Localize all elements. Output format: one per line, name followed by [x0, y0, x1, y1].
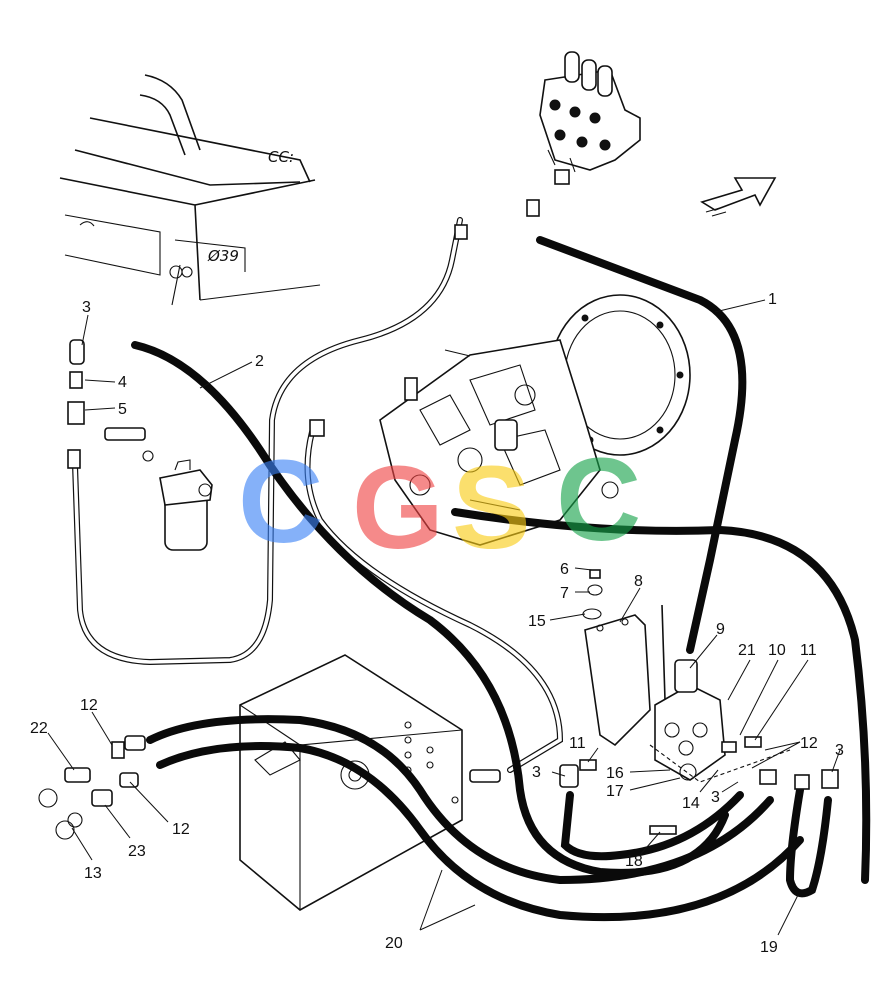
control-valve-block [539, 51, 641, 173]
callout-leaders [47, 299, 841, 936]
callout-8: 8 [634, 573, 643, 590]
callout-3-top: 3 [82, 299, 91, 316]
pump-assembly [379, 294, 691, 546]
callout-3-left: 3 [532, 764, 541, 781]
callout-21: 21 [738, 642, 756, 659]
hydraulic-tank [239, 654, 463, 911]
cab-scribble: ⅭⅭ: [268, 148, 294, 166]
callout-3-mid: 3 [711, 789, 720, 806]
fittings [38, 169, 839, 840]
hoses [131, 236, 871, 922]
callout-13: 13 [84, 865, 102, 882]
watermark-letter-g: G [352, 442, 444, 574]
watermark-letter-c2: C [556, 434, 641, 566]
return-tube-lines [72, 217, 564, 773]
callout-3-right: 3 [835, 742, 844, 759]
callouts: 1 2 3 4 5 6 7 8 9 10 11 11 12 12 12 3 3 … [30, 291, 844, 956]
callout-14: 14 [682, 795, 700, 812]
oil-filter [159, 459, 213, 551]
callout-6: 6 [560, 561, 569, 578]
callout-11-left: 11 [569, 735, 586, 752]
cab-note: Ø39 [207, 247, 239, 265]
callout-17: 17 [606, 783, 624, 800]
forward-direction-icon [700, 177, 777, 217]
callout-19: 19 [760, 939, 778, 956]
callout-20: 20 [385, 935, 403, 952]
callout-10: 10 [768, 642, 786, 659]
callout-2: 2 [255, 353, 264, 370]
callout-4: 4 [118, 374, 127, 391]
cab-housing: Ø39 ⅭⅭ: [59, 74, 321, 306]
callout-1: 1 [768, 291, 777, 308]
callout-11-right: 11 [800, 642, 817, 659]
watermark-letter-c1: C [238, 436, 323, 568]
callout-16: 16 [606, 765, 624, 782]
callout-12-right: 12 [800, 735, 818, 752]
callout-9: 9 [716, 621, 725, 638]
watermark-letter-s: S [452, 442, 531, 574]
callout-7: 7 [560, 585, 569, 602]
callout-23: 23 [128, 843, 146, 860]
priority-valve [649, 659, 791, 783]
callout-18: 18 [625, 853, 643, 870]
callout-12-top: 12 [80, 697, 98, 714]
callout-15: 15 [528, 613, 546, 630]
callout-12-bottom: 12 [172, 821, 190, 838]
mounting-bracket [584, 604, 666, 747]
watermark: C G S C [238, 434, 641, 574]
callout-22: 22 [30, 720, 48, 737]
callout-5: 5 [118, 401, 127, 418]
